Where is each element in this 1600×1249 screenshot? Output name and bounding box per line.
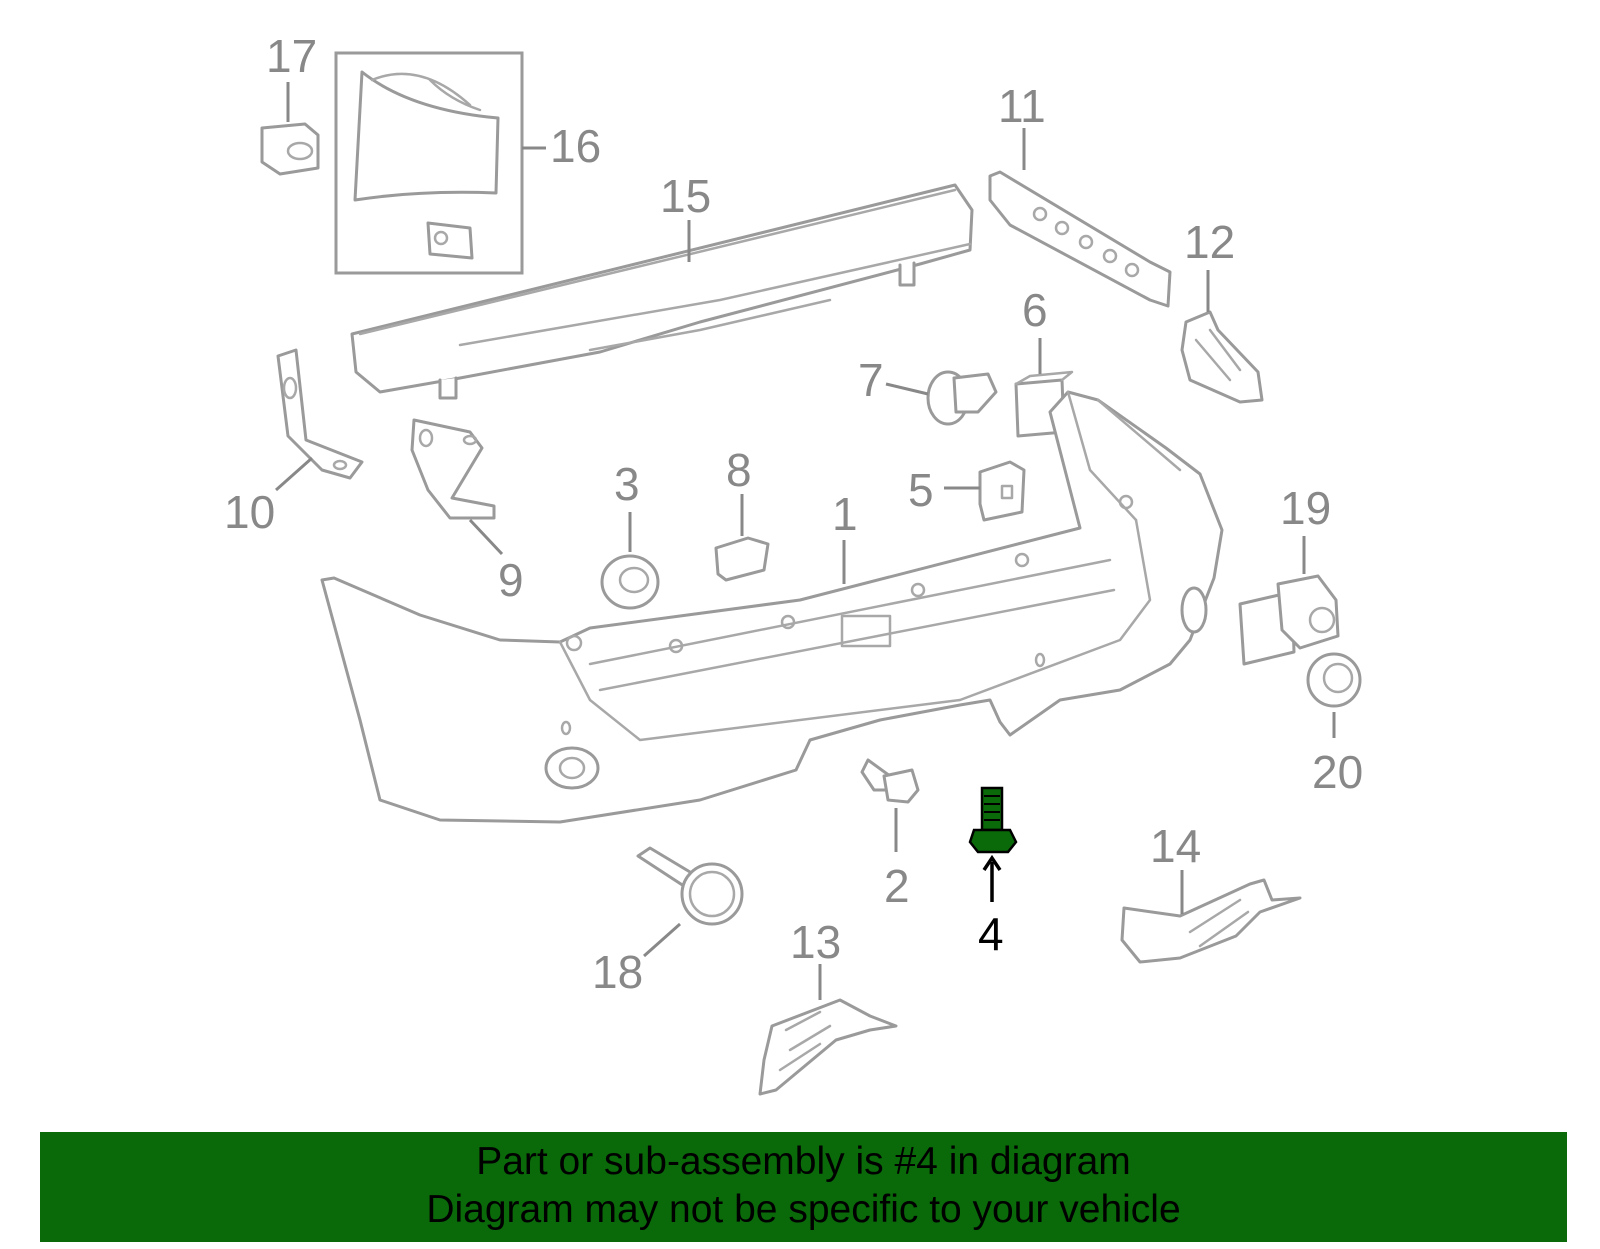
callout-19: 19 <box>1280 482 1331 534</box>
callout-4: 4 <box>978 908 1004 960</box>
part-3-grommet <box>600 554 660 610</box>
parts-diagram: 1 2 3 4 5 6 7 8 9 10 11 12 13 14 15 16 1… <box>224 30 1363 1096</box>
part-13-lower-bracket <box>758 998 898 1096</box>
callout-11: 11 <box>998 80 1046 132</box>
callout-14: 14 <box>1150 820 1201 872</box>
callout-17: 17 <box>266 30 317 82</box>
callout-7: 7 <box>858 354 884 406</box>
callout-13: 13 <box>790 916 841 968</box>
part-20-grommet <box>1306 652 1362 708</box>
callout-3: 3 <box>614 458 640 510</box>
part-8-plate <box>714 536 770 582</box>
part-16-mud-flap <box>334 51 524 275</box>
part-7-push-clip <box>926 370 998 426</box>
callout-2: 2 <box>884 860 910 912</box>
banner-line-1: Part or sub-assembly is #4 in diagram <box>476 1140 1131 1183</box>
part-9-bracket <box>410 418 496 520</box>
part-1-bumper-cover <box>320 390 1224 824</box>
part-10-bracket <box>276 348 364 480</box>
info-banner: Part or sub-assembly is #4 in diagram Di… <box>40 1132 1567 1242</box>
part-15-reinforcement <box>350 183 974 400</box>
callout-16: 16 <box>550 120 601 172</box>
part-19-sensor <box>1238 574 1340 666</box>
callout-15: 15 <box>660 170 711 222</box>
callout-5: 5 <box>908 464 934 516</box>
part-14-lower-bracket <box>1120 878 1302 964</box>
part-12-side-bracket <box>1180 310 1264 404</box>
callout-6: 6 <box>1022 284 1048 336</box>
banner-line-2: Diagram may not be specific to your vehi… <box>426 1188 1181 1231</box>
callout-8: 8 <box>726 444 752 496</box>
part-17-clip <box>260 122 320 176</box>
part-4-bolt-highlighted <box>968 786 1018 854</box>
part-11-bracket <box>988 170 1172 308</box>
callout-10: 10 <box>224 486 275 538</box>
callout-12: 12 <box>1184 216 1235 268</box>
callout-9: 9 <box>498 554 524 606</box>
part-5-retainer <box>978 460 1026 522</box>
callout-20: 20 <box>1312 746 1363 798</box>
part-18-bumper-stop <box>636 846 744 926</box>
callout-1: 1 <box>832 488 858 540</box>
callout-18: 18 <box>592 946 643 998</box>
part-2-bolt <box>860 758 920 804</box>
